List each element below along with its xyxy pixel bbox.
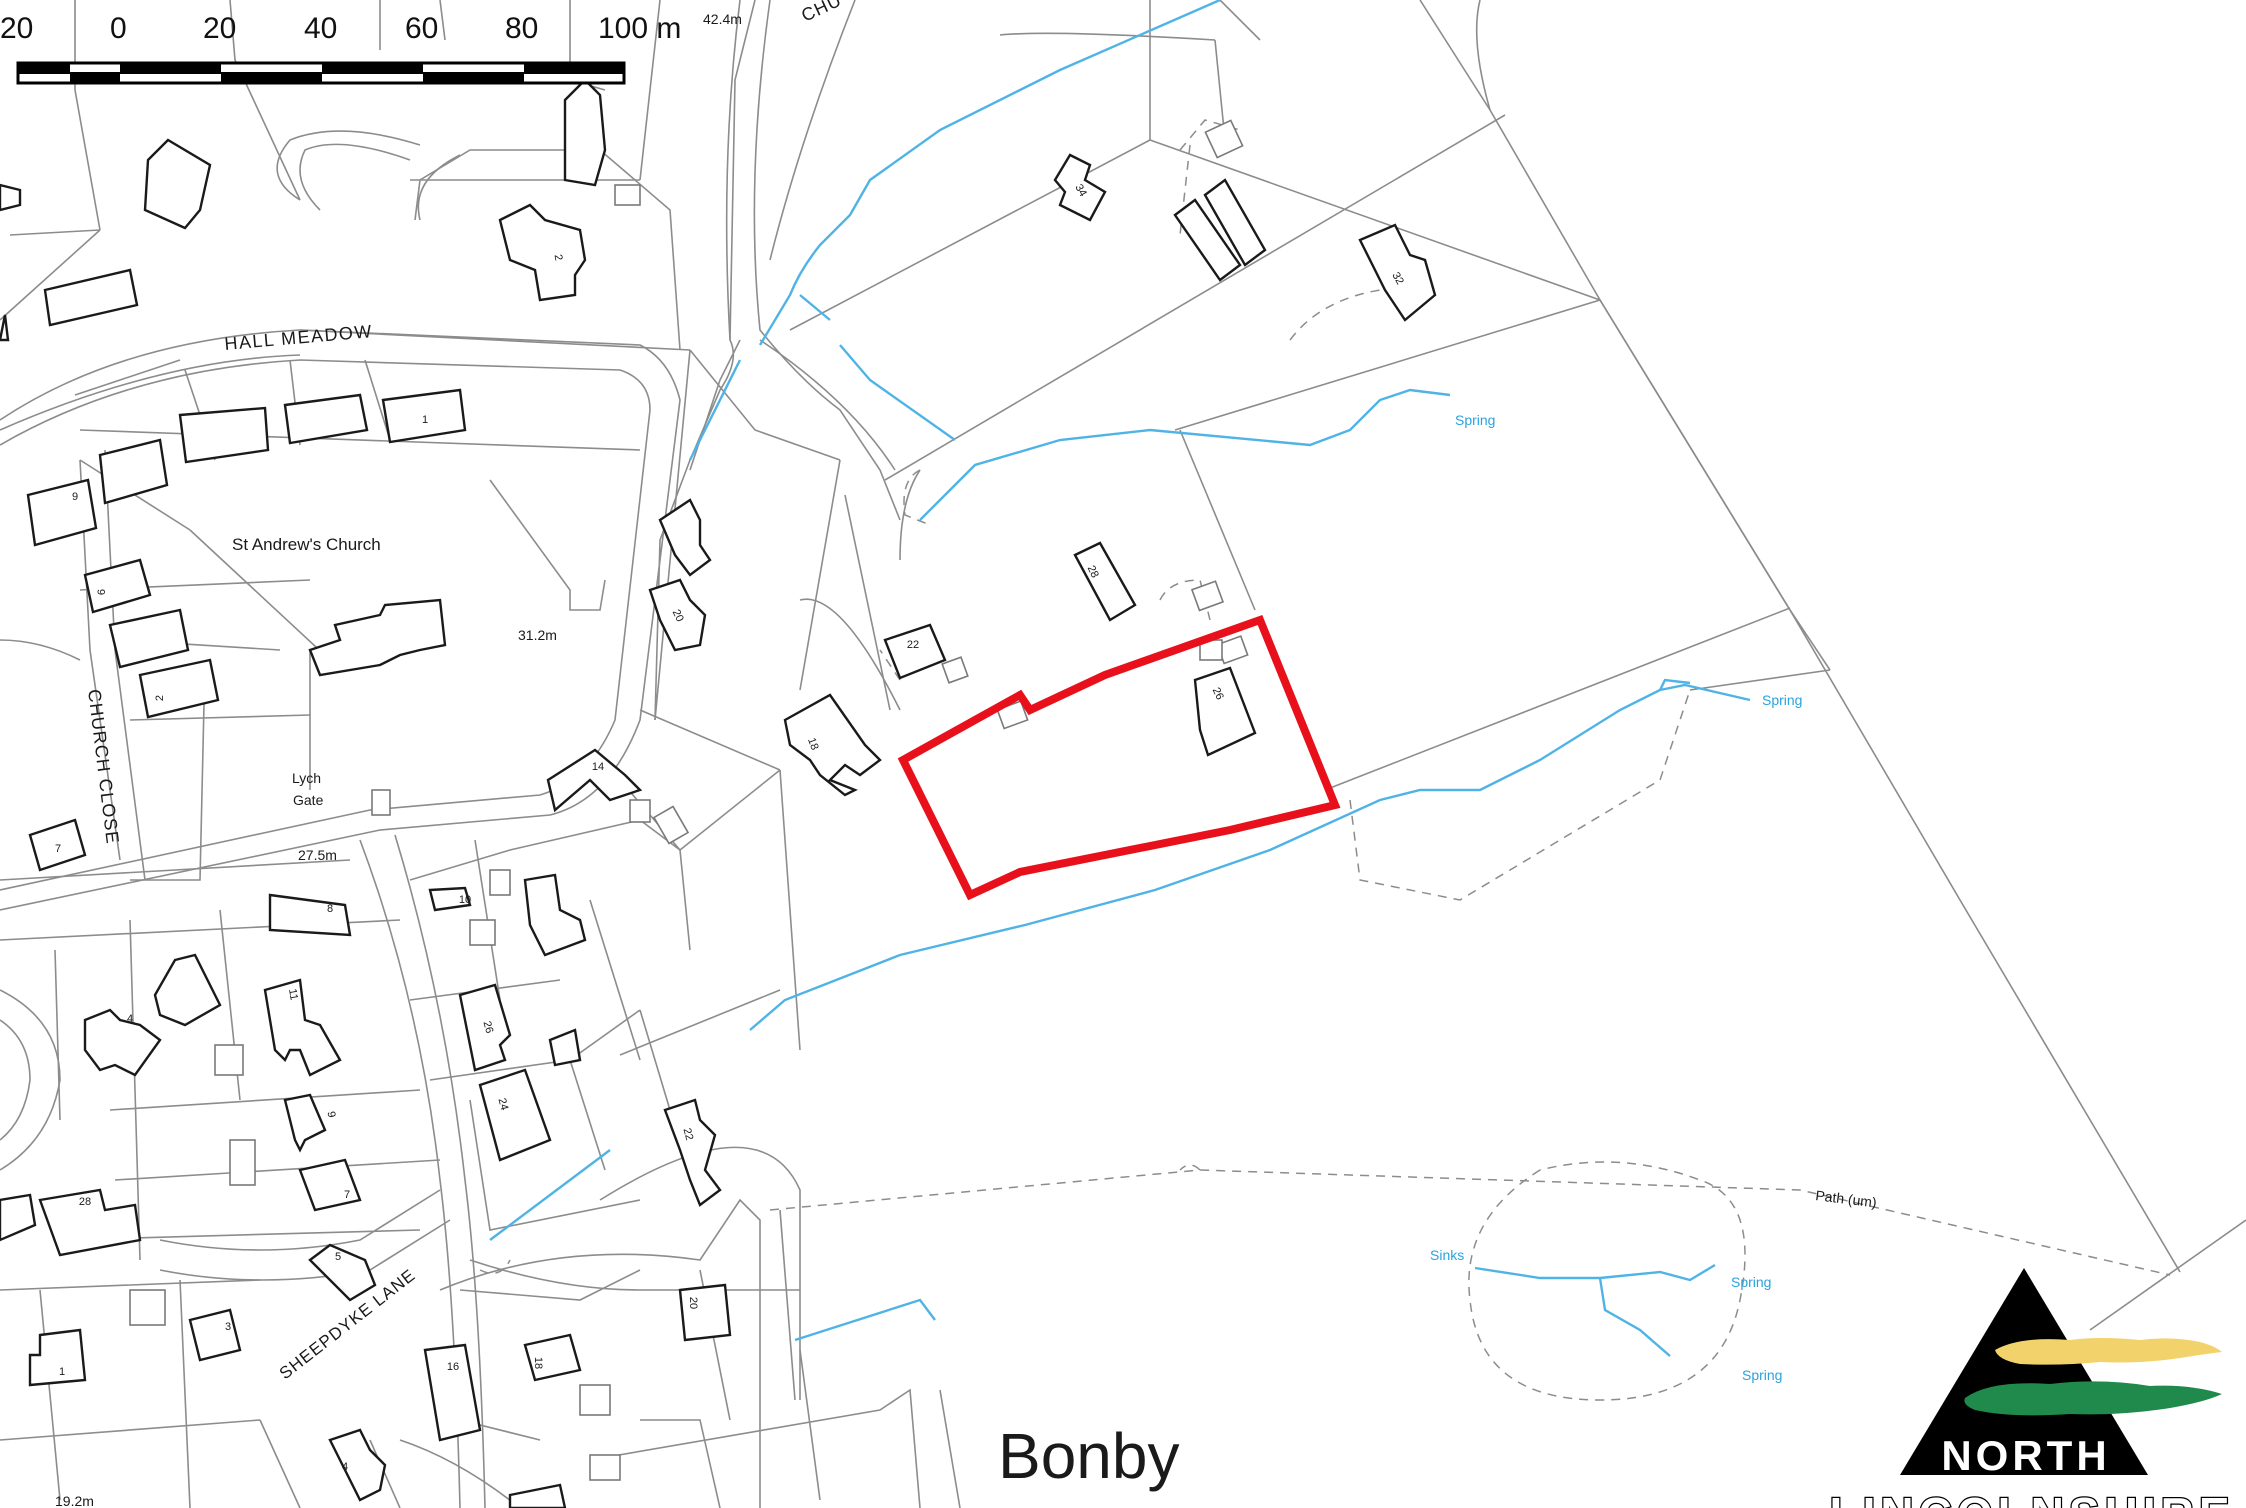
label-spring-2: Spring — [1762, 692, 1802, 708]
buildings — [0, 78, 1437, 1508]
dashed-tracks — [479, 119, 2171, 1401]
house-number: 11 — [286, 988, 300, 1001]
spot-height-3: 27.5m — [298, 847, 337, 863]
house-number: 7 — [344, 1189, 350, 1201]
road-label-church-lane: CHU — [798, 0, 845, 26]
house-number: 7 — [55, 843, 61, 855]
label-spring-1: Spring — [1455, 412, 1495, 428]
house-number: 26 — [481, 1020, 496, 1035]
house-number: 18 — [532, 1357, 544, 1369]
house-number: 2 — [552, 253, 565, 261]
label-path: Path (um) — [1815, 1187, 1878, 1210]
spot-height-1: 42.4m — [703, 11, 742, 27]
house-number: 2 — [154, 695, 166, 701]
scale-segment — [221, 73, 322, 83]
scale-label: 20 — [0, 12, 33, 45]
house-number: 28 — [79, 1196, 91, 1208]
site-boundary — [897, 614, 1341, 901]
house-number: 6 — [96, 589, 108, 595]
scale-label: 100 m — [598, 12, 681, 45]
house-number: 10 — [459, 894, 471, 906]
house-number: 22 — [681, 1127, 696, 1142]
logo-yellow-wave — [1995, 1338, 2222, 1365]
house-number: 22 — [907, 639, 919, 651]
scale-label: 20 — [203, 12, 236, 45]
house-number: 9 — [325, 1110, 338, 1118]
label-church: St Andrew's Church — [232, 535, 381, 554]
house-number: 24 — [496, 1097, 511, 1112]
house-number: 20 — [670, 608, 686, 624]
scale-segment — [322, 63, 423, 73]
road-label-hall-meadow: HALL MEADOW — [224, 321, 374, 354]
house-number: 8 — [327, 903, 333, 915]
scale-bar: 20 0 20 40 60 80 100 m — [0, 12, 681, 85]
house-number: 28 — [1085, 564, 1101, 580]
house-number: 16 — [447, 1361, 459, 1373]
label-spring-4: Spring — [1742, 1367, 1782, 1383]
scale-label: 60 — [405, 12, 438, 45]
spot-height-2: 31.2m — [518, 627, 557, 643]
house-number: 20 — [687, 1297, 699, 1309]
scale-label: 80 — [505, 12, 538, 45]
outbuildings — [129, 119, 1249, 1481]
logo-text-lincolnshire: LINCOLNSHIRE — [1830, 1488, 2235, 1508]
house-number: 26 — [1210, 686, 1226, 702]
logo-text-north: NORTH — [1941, 1432, 2110, 1479]
logo-triangle — [1900, 1268, 2148, 1475]
house-number: 18 — [805, 736, 820, 752]
house-numbers: 34 32 2 1 9 6 2 28 20 22 18 26 14 7 8 10… — [55, 182, 1406, 1473]
house-number: 32 — [1389, 270, 1406, 287]
north-lincolnshire-logo: NORTH LINCOLNSHIRE — [1828, 1268, 2235, 1508]
house-number: 1 — [422, 414, 428, 426]
scale-segment — [18, 63, 70, 73]
scale-segment — [524, 63, 624, 73]
house-number: 1 — [59, 1366, 65, 1378]
house-number: 34 — [1072, 182, 1089, 199]
label-sinks: Sinks — [1430, 1247, 1464, 1263]
label-gate: Gate — [293, 792, 324, 808]
house-number: 4 — [342, 1461, 348, 1473]
scale-segment — [423, 73, 524, 83]
logo-green-wave — [1964, 1381, 2222, 1416]
house-number: 3 — [225, 1321, 231, 1333]
roads — [0, 0, 901, 1508]
house-number: 4 — [127, 1013, 133, 1025]
house-number: 5 — [335, 1251, 341, 1263]
spot-height-4: 19.2m — [55, 1493, 94, 1508]
label-lych: Lych — [292, 770, 321, 786]
label-spring-3: Spring — [1731, 1274, 1771, 1290]
scale-segment — [70, 73, 120, 83]
house-number: 14 — [592, 761, 604, 773]
scale-label: 40 — [304, 12, 337, 45]
scale-label: 0 — [110, 12, 127, 45]
place-name: Bonby — [998, 1420, 1179, 1492]
house-number: 9 — [72, 491, 78, 503]
watercourses — [489, 0, 1751, 1357]
road-label-church-close: CHURCH CLOSE — [84, 688, 123, 845]
scale-segment — [120, 63, 221, 73]
